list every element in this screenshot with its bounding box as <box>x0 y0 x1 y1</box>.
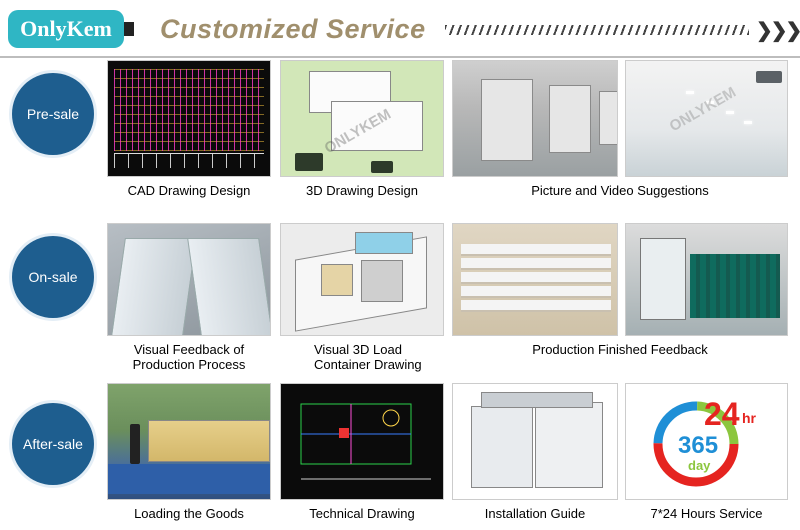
caption-loading: Loading the Goods <box>134 506 244 521</box>
header: OnlyKem Customized Service ❯❯❯ <box>0 0 800 58</box>
loading-goods-photo <box>107 383 271 500</box>
worker-figure <box>130 424 140 464</box>
production-process-photo <box>107 223 271 336</box>
caption-picture-video: Picture and Video Suggestions <box>531 183 709 198</box>
coldroom-panel <box>535 402 603 488</box>
watermark: ONLYKEM <box>666 83 739 136</box>
coldroom-roof <box>481 392 593 408</box>
header-divider <box>0 56 800 58</box>
coldroom-door <box>481 79 533 161</box>
caption-cad: CAD Drawing Design <box>127 183 251 198</box>
warehouse-photo <box>452 60 618 177</box>
control-cabinet <box>640 238 686 320</box>
cad-elevation-strip <box>114 153 264 168</box>
badge-365: 365 <box>678 432 719 459</box>
3d-drawing-image: ONLYKEM <box>280 60 444 177</box>
installation-guide-image <box>452 383 618 500</box>
ceiling-light <box>706 101 714 104</box>
caption-service: 7*24 Hours Service <box>650 506 763 521</box>
panel-sheet <box>187 238 270 335</box>
cargo-panels <box>148 420 270 462</box>
panel-stack <box>461 244 611 256</box>
caption-installation: Installation Guide <box>484 506 586 521</box>
coldroom-interior-photo: ONLYKEM <box>625 60 788 177</box>
caption-load-1: Visual 3D Load <box>314 342 402 357</box>
schematic-lines <box>300 403 431 480</box>
evaporator-unit <box>756 71 782 83</box>
ceiling-light <box>726 111 734 114</box>
caption-technical: Technical Drawing <box>309 506 415 521</box>
3d-condenser-unit <box>371 161 393 173</box>
ceiling-light <box>744 121 752 124</box>
service-badge-image: 24 hr 365 day <box>625 383 788 500</box>
page-title: Customized Service <box>160 14 426 44</box>
cad-drawing-image <box>107 60 271 177</box>
caption-load-2: Container Drawing <box>314 357 422 372</box>
badge-24: 24 <box>704 396 740 432</box>
service-ring-icon <box>653 401 739 487</box>
panel-stack <box>461 258 611 270</box>
badge-day: day <box>688 458 711 473</box>
cargo-block <box>361 260 403 302</box>
caption-production-finished: Production Finished Feedback <box>532 342 708 357</box>
compressor-pipes <box>690 254 780 318</box>
cad-plan-lines <box>114 69 264 151</box>
caption-visual-feedback-1: Visual Feedback of <box>133 342 245 357</box>
cargo-block <box>321 264 353 296</box>
technical-drawing-image <box>280 383 444 500</box>
panel-sheet <box>111 238 197 335</box>
logo-accent <box>124 22 134 36</box>
caption-3d: 3D Drawing Design <box>306 183 418 198</box>
panel-stack <box>461 272 611 284</box>
badge-hr: hr <box>742 410 756 426</box>
3d-condenser-unit <box>295 153 323 171</box>
container-load-drawing <box>280 223 444 336</box>
coldroom-panel <box>471 406 533 488</box>
ceiling-light <box>686 91 694 94</box>
brand-logo: OnlyKem <box>8 10 124 48</box>
coldroom-door <box>549 85 591 153</box>
stage-pre-sale: Pre-sale <box>12 73 94 155</box>
cargo-block <box>355 232 413 254</box>
truck-bed <box>108 464 270 494</box>
stage-on-sale: On-sale <box>12 236 94 318</box>
header-hatch-decoration <box>445 25 749 35</box>
coldroom-door <box>599 91 617 145</box>
finished-panels-photo <box>452 223 618 336</box>
3d-room-block <box>331 101 423 151</box>
panel-stack <box>461 300 611 312</box>
stage-after-sale: After-sale <box>12 403 94 485</box>
chevron-right-icon: ❯❯❯ <box>756 20 800 42</box>
condensing-unit-photo <box>625 223 788 336</box>
caption-visual-feedback-2: Production Process <box>132 357 246 372</box>
panel-stack <box>461 286 611 298</box>
